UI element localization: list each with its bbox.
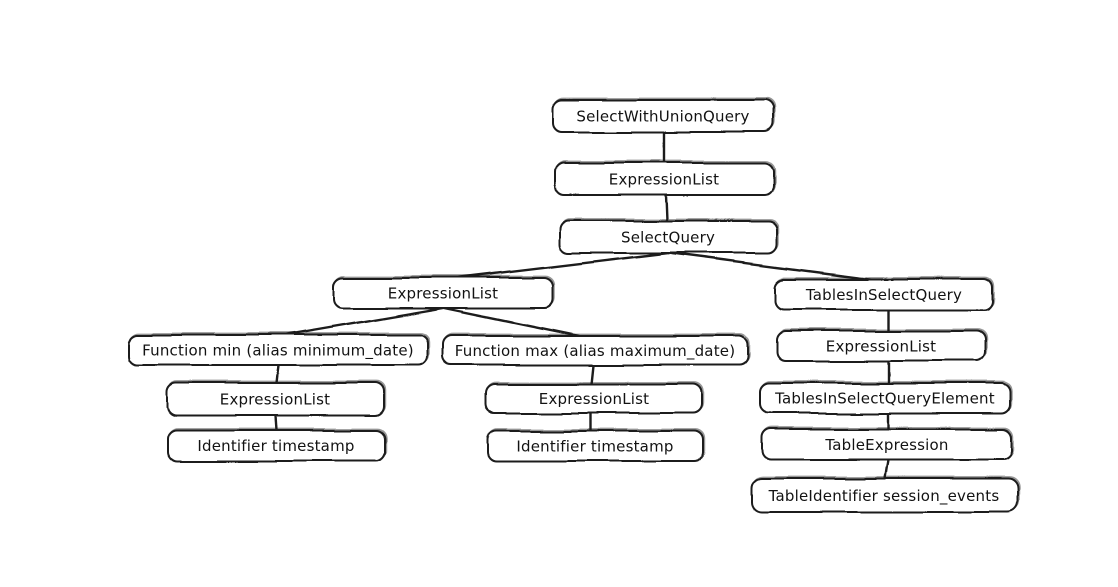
edge-selectquery-tablesinselectquery — [666, 251, 879, 282]
node-label: ExpressionList — [609, 171, 719, 189]
edge-expressionlist-identifiermin — [274, 413, 279, 432]
edge-expressionlist-functionmax — [442, 306, 586, 339]
node-label: TableIdentifier session_events — [768, 487, 1000, 506]
node-label: SelectWithUnionQuery — [576, 108, 749, 126]
node-label: TableExpression — [824, 436, 948, 454]
edge-functionmax-expressionlist — [589, 363, 595, 386]
node-identifier-timestamp-max: Identifier timestamp — [487, 428, 706, 462]
edge-expressionlist-functionmin — [278, 306, 445, 338]
node-label: Identifier timestamp — [197, 437, 354, 455]
node-label: SelectQuery — [621, 229, 715, 247]
node-function-max: Function max (alias maximum_date) — [442, 333, 751, 366]
node-group: SelectWithUnionQuery ExpressionList Sele… — [127, 97, 1020, 513]
node-table-expression: TableExpression — [761, 426, 1015, 461]
node-label: ExpressionList — [220, 391, 330, 409]
node-select-query: SelectQuery — [558, 218, 780, 254]
node-identifier-timestamp-min: Identifier timestamp — [167, 427, 388, 462]
node-label: TablesInSelectQueryElement — [774, 390, 995, 408]
node-label: Function max (alias maximum_date) — [455, 342, 736, 361]
node-expression-list-min: ExpressionList — [166, 380, 386, 416]
node-label: Function min (alias minimum_date) — [142, 342, 414, 361]
node-function-min: Function min (alias minimum_date) — [127, 332, 431, 366]
node-select-with-union-query: SelectWithUnionQuery — [552, 97, 776, 133]
node-expression-list-max: ExpressionList — [485, 381, 705, 414]
node-label: ExpressionList — [826, 338, 936, 356]
node-tables-in-select-query-element: TablesInSelectQueryElement — [759, 380, 1013, 414]
edge-tableexpression-tableidentifier — [883, 458, 890, 481]
node-label: TablesInSelectQuery — [805, 286, 962, 304]
node-label: Identifier timestamp — [516, 438, 673, 456]
node-expression-list-select: ExpressionList — [333, 275, 556, 309]
node-table-identifier: TableIdentifier session_events — [751, 476, 1020, 513]
edge-functionmin-expressionlist — [274, 363, 280, 385]
node-label: ExpressionList — [388, 285, 498, 303]
node-tables-in-select-query: TablesInSelectQuery — [774, 276, 996, 311]
node-expression-list-tables: ExpressionList — [776, 328, 988, 362]
edge-group — [274, 130, 891, 481]
edge-expressionlist-selectquery — [664, 193, 669, 223]
edge-selectquery-expressionlist — [450, 251, 670, 281]
node-label: ExpressionList — [539, 390, 649, 408]
node-expression-list-top: ExpressionList — [554, 160, 776, 196]
